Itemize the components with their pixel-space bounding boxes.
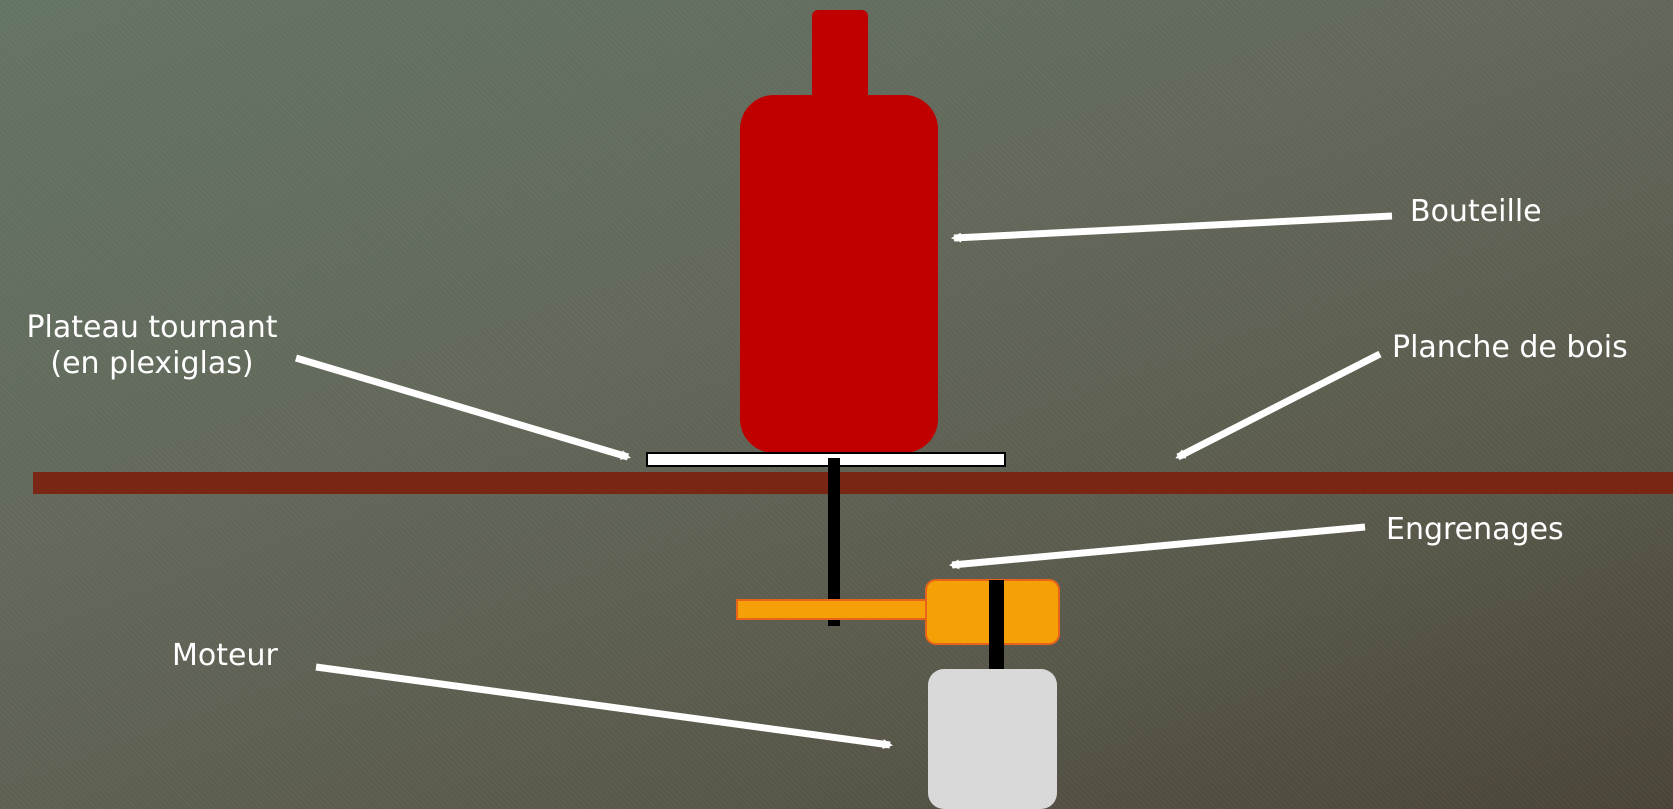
turntable-shaft	[828, 458, 840, 626]
turntable-label-line1: Plateau tournant	[26, 310, 278, 345]
gears-label: Engrenages	[1386, 512, 1564, 547]
wood-board	[33, 472, 1673, 494]
bottle-arrow	[951, 212, 1393, 243]
turntable	[646, 452, 1006, 467]
turntable-label-line2: (en plexiglas)	[50, 346, 254, 381]
turntable-arrow	[294, 354, 631, 461]
small-gear	[736, 599, 932, 620]
turntable-label: Plateau tournant (en plexiglas)	[12, 310, 292, 382]
motor-shaft	[989, 580, 1004, 672]
wood-board-arrow	[1175, 350, 1382, 461]
bottle-neck	[812, 10, 868, 105]
motor-block	[928, 669, 1057, 809]
bottle-body	[740, 95, 938, 453]
bottle-label: Bouteille	[1410, 194, 1542, 229]
gears-arrow	[949, 523, 1366, 570]
motor-label: Moteur	[172, 638, 278, 673]
motor-arrow	[315, 663, 893, 750]
wood-board-label: Planche de bois	[1392, 330, 1628, 365]
